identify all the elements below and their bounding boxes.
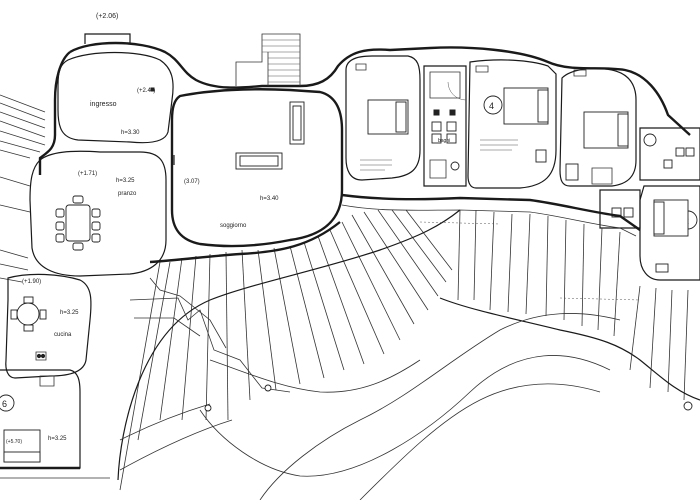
room-6-height-label: h=3.25 [48, 436, 67, 442]
corridor-south-wall [341, 193, 641, 231]
room-6-number: 6 [2, 399, 7, 409]
bedroom-4 [467, 59, 557, 189]
bed-5 [367, 99, 409, 135]
pranzo-label: pranzo [118, 191, 137, 197]
column-marker [150, 87, 155, 92]
path-curve-1 [209, 359, 421, 393]
bathroom-5-4 [423, 65, 467, 187]
fan-terrace-beams [119, 209, 453, 491]
stove [35, 351, 47, 361]
room-4-number: 4 [489, 101, 494, 111]
path-curve-2 [199, 355, 611, 477]
sofa-center [235, 152, 283, 170]
bedroom-6 [0, 369, 81, 469]
outer-wall-north-west [38, 51, 71, 175]
cucina-label: cucina [54, 332, 72, 338]
soggiorno-label: soggiorno [220, 223, 247, 229]
bedroom-2 [639, 185, 700, 281]
pranzo-room [29, 150, 167, 277]
small-circle-right [683, 401, 693, 411]
soggiorno-height-label: h=3.40 [260, 196, 279, 202]
cucina-room [5, 273, 92, 379]
top-stair [235, 33, 301, 86]
bagni-label: bagni [438, 138, 450, 144]
ingresso-height-label: h=3.30 [121, 130, 140, 136]
cucina-level-label: (+1.90) [22, 279, 41, 285]
top-level-label: (+2.06) [96, 13, 118, 20]
soggiorno-room [170, 88, 344, 248]
dining-table [55, 195, 101, 251]
ingresso-label: ingresso [90, 101, 117, 108]
bedroom-5 [345, 55, 421, 181]
room-4-circle [483, 95, 503, 115]
bed-4 [503, 87, 549, 125]
terrace-inner-edge [149, 221, 341, 264]
room-6-circle [0, 394, 15, 412]
bed-3 [583, 111, 629, 149]
right-deck-edge [439, 297, 700, 401]
path-curve-6 [119, 419, 233, 471]
top-annex [84, 33, 131, 44]
ingresso-room [57, 51, 174, 144]
right-deck-beams [457, 209, 689, 401]
path-curve-4 [359, 383, 601, 500]
pranzo-height-label: h=3.25 [116, 178, 135, 184]
bedroom-3 [559, 67, 637, 187]
pranzo-level-label: (+1.71) [78, 171, 97, 177]
path-curve-5 [119, 403, 211, 441]
left-terrace-lines [0, 94, 46, 283]
sofa-right [289, 101, 305, 145]
small-circle-center [264, 384, 272, 392]
desk-5 [355, 63, 367, 71]
soggiorno-level-label: (3.07) [184, 179, 200, 185]
cucina-height-label: h=3.25 [60, 310, 79, 316]
bed-6 [3, 429, 41, 463]
small-circle-left [204, 404, 212, 412]
bathroom-top-right [639, 127, 700, 181]
bed-2 [653, 199, 689, 237]
ingresso-level-label: (+2.4°) [137, 88, 155, 94]
zigzag-line [129, 297, 291, 393]
path-curve-3 [259, 313, 621, 500]
fan-outer-arc [117, 209, 461, 481]
room-6-level-label: (+5.70) [6, 439, 22, 445]
kitchen-round-table [10, 296, 47, 332]
